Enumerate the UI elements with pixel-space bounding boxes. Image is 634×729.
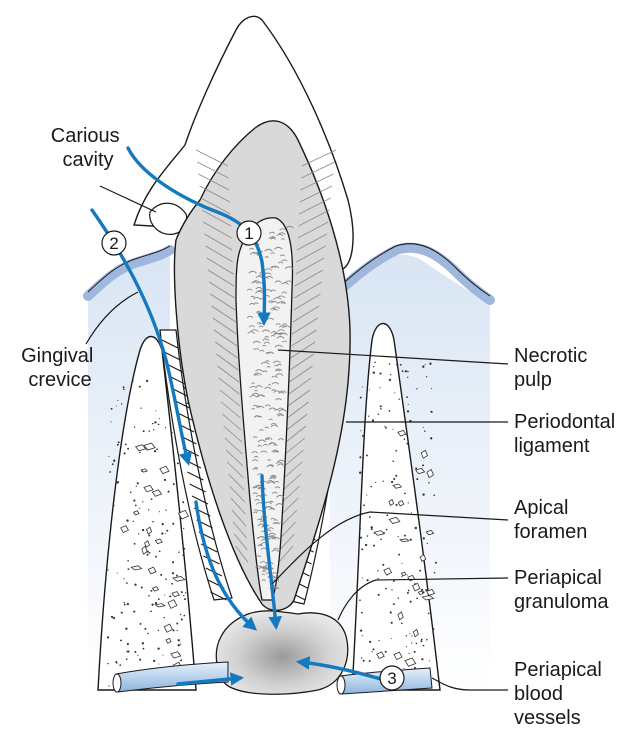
svg-text:2: 2 [109, 234, 118, 253]
label-carious-cavity: Carious cavity [51, 125, 125, 171]
label-apical-foramen: Apical foramen [514, 497, 587, 543]
route-marker-2: 2 [102, 231, 126, 255]
svg-text:1: 1 [244, 224, 253, 243]
label-periapical-blood-vessels: Periapical blood vessels [514, 659, 607, 729]
label-gingival-crevice: Gingival crevice [21, 345, 99, 391]
route-marker-1: 1 [237, 221, 261, 245]
label-periapical-granuloma: Periapical granuloma [514, 567, 609, 613]
label-periodontal-ligament: Periodontal ligament [514, 411, 621, 457]
svg-text:3: 3 [387, 669, 396, 688]
periapical-granuloma-mass [216, 611, 347, 694]
label-necrotic-pulp: Necrotic pulp [514, 345, 593, 391]
route-marker-3: 3 [380, 666, 404, 690]
